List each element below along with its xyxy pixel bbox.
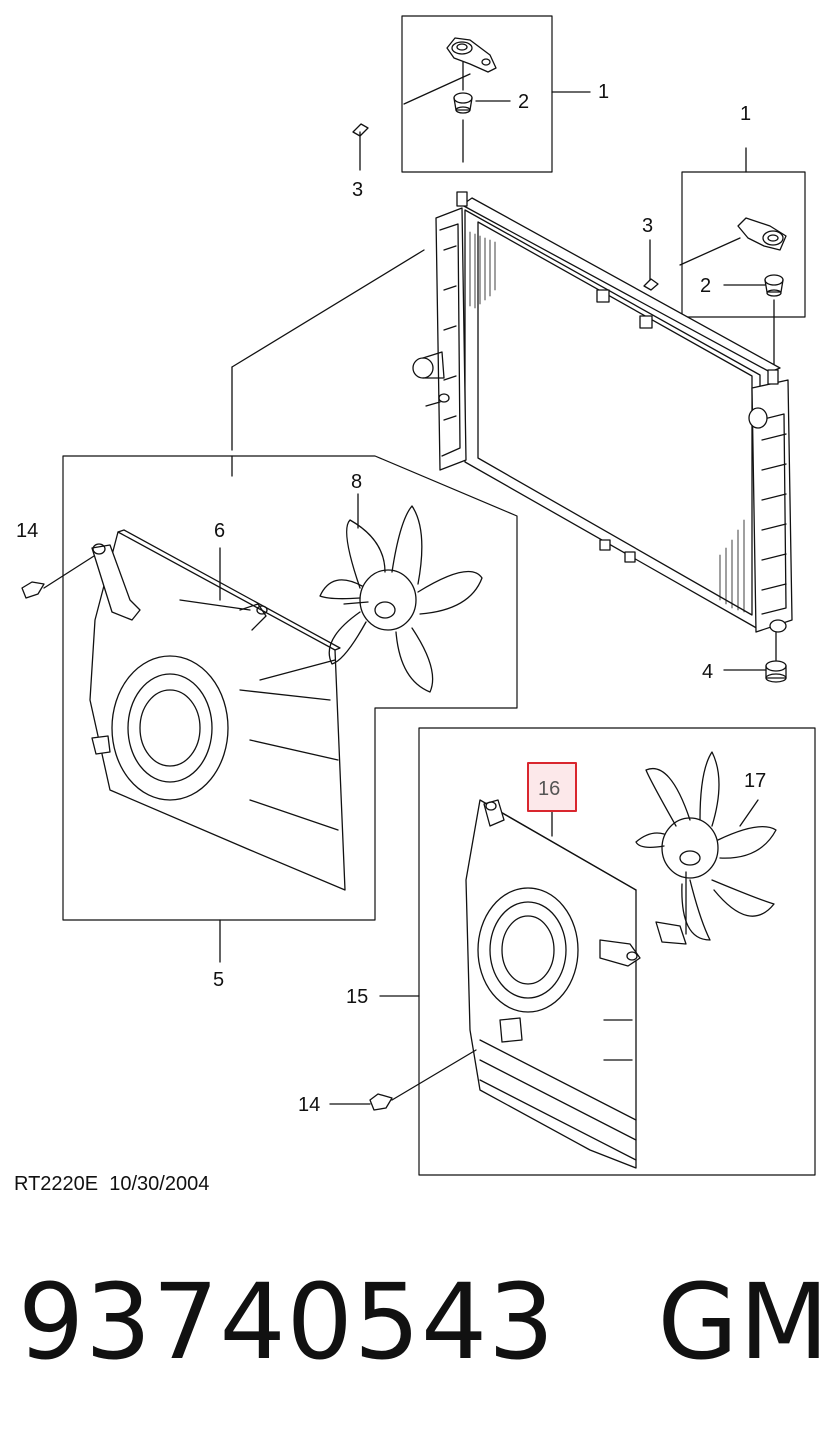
callout-1-right: 1 xyxy=(740,103,751,125)
callout-17: 17 xyxy=(744,770,766,792)
radiator xyxy=(231,191,793,633)
fan-assembly-group-15 xyxy=(329,727,816,1176)
drawing-code-date: RT2220E 10/30/2004 xyxy=(14,1173,210,1195)
upper-bracket-group-right xyxy=(679,147,806,371)
callout-8: 8 xyxy=(351,471,362,493)
bolt-3-left-icon xyxy=(352,123,369,171)
callout-15: 15 xyxy=(346,986,368,1008)
callout-2-top: 2 xyxy=(518,91,529,113)
brand-name: GM xyxy=(657,1261,830,1383)
callout-14-left: 14 xyxy=(16,520,38,542)
bolt-3-right-icon xyxy=(643,239,659,291)
callout-4: 4 xyxy=(702,661,713,683)
callout-16: 16 xyxy=(538,778,560,800)
spacer xyxy=(555,1261,657,1383)
fan-assembly-group-5 xyxy=(21,455,518,963)
callout-14-bottom: 14 xyxy=(298,1094,320,1116)
callout-3-right: 3 xyxy=(642,215,653,237)
callout-6: 6 xyxy=(214,520,225,542)
callout-1-top: 1 xyxy=(598,81,609,103)
callout-5: 5 xyxy=(213,969,224,991)
callout-3-left: 3 xyxy=(352,179,363,201)
callout-2-right: 2 xyxy=(700,275,711,297)
grommet-4-icon xyxy=(723,631,787,683)
part-number: 93740543 xyxy=(18,1261,556,1383)
highlight-box-16 xyxy=(527,762,577,812)
upper-bracket-group-top xyxy=(401,15,591,173)
part-number-heading: 93740543 GM xyxy=(18,1270,830,1374)
